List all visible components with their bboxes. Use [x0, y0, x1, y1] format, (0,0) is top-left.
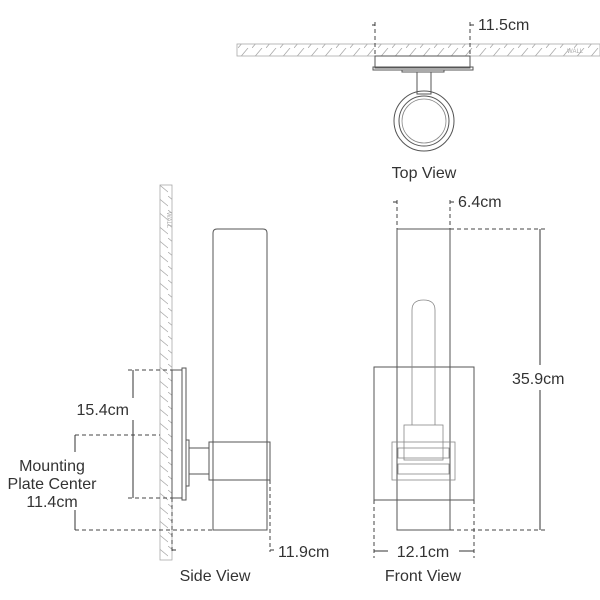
top-view: WALL 11.5cm Top View [236, 17, 600, 182]
depth-label: 11.9cm [278, 544, 329, 561]
glass-shade [212, 228, 268, 531]
shade-width-label: 6.4cm [458, 194, 502, 211]
side-view-caption: Side View [180, 568, 251, 585]
top-width-label: 11.5cm [478, 17, 529, 34]
mounting-plate [374, 55, 471, 69]
side-view: WALL 15.4cm Mounting Plate Center 11.4cm… [8, 184, 329, 585]
wall-hatch [236, 43, 600, 57]
wall-label: WALL [567, 49, 584, 55]
mounting-plate [171, 369, 183, 499]
mounting-label-line-2: Plate Center [8, 476, 98, 493]
bulb [411, 299, 436, 425]
wall-label: WALL [165, 212, 171, 229]
plate-width-label: 12.1cm [397, 544, 449, 561]
shade-outer [393, 90, 455, 152]
collar [391, 441, 456, 481]
mounting-plate [373, 366, 475, 501]
front-view-caption: Front View [385, 568, 462, 585]
socket [403, 424, 444, 461]
mounting-label-line-1: Mounting [19, 458, 85, 475]
top-view-caption: Top View [392, 165, 457, 182]
wall-hatch [159, 184, 173, 561]
arm [188, 447, 210, 475]
height-label: 35.9cm [512, 371, 564, 388]
plate-height-label: 15.4cm [77, 402, 129, 419]
glass-shade [396, 228, 451, 531]
mounting-label-line-3: 11.4cm [26, 494, 77, 511]
collar [208, 441, 271, 481]
arm [416, 71, 432, 95]
front-view: 6.4cm 35.9cm 12.1cm Front View [373, 194, 564, 585]
